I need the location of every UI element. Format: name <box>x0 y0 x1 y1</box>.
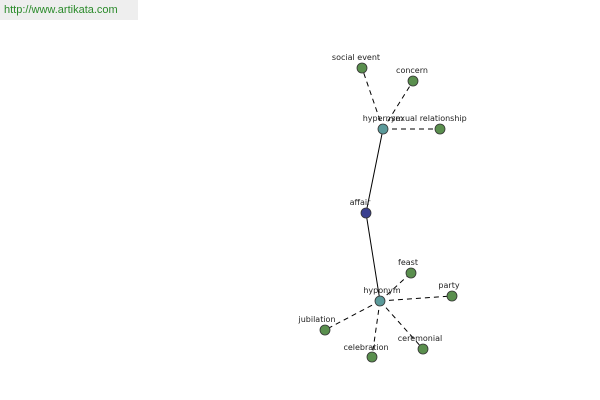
node-feast-label[interactable]: feast <box>398 258 418 267</box>
node-ceremonial-label[interactable]: ceremonial <box>398 334 442 343</box>
node-concern[interactable]: concern <box>396 66 428 87</box>
node-party[interactable]: party <box>438 281 460 302</box>
node-hypernym-label[interactable]: hypernym <box>363 114 404 123</box>
edge-hyponym-celebration <box>371 300 381 358</box>
node-feast[interactable]: feast <box>398 258 418 279</box>
node-concern-circle[interactable] <box>407 75 419 87</box>
node-social-event-label[interactable]: social event <box>332 53 380 62</box>
node-sexual-relationship-label[interactable]: sexual relationship <box>391 114 466 123</box>
node-celebration-circle[interactable] <box>366 351 378 363</box>
node-hyponym-label[interactable]: hyponym <box>363 286 401 295</box>
url-bar: http://www.artikata.com <box>0 0 138 20</box>
node-hyponym[interactable]: hyponym <box>363 286 401 307</box>
node-sexual-relationship[interactable]: sexual relationship <box>391 114 467 135</box>
site-url-link[interactable]: http://www.artikata.com <box>4 4 118 16</box>
node-affair-circle[interactable] <box>360 207 372 219</box>
node-sexual-relationship-circle[interactable] <box>434 123 446 135</box>
edge-hyponym-ceremonial <box>379 300 424 350</box>
node-social-event[interactable]: social event <box>332 53 380 74</box>
nodes-layer: affair hypernym hyponym social event concern… <box>297 53 467 363</box>
node-celebration-label[interactable]: celebration <box>343 343 388 352</box>
edge-hyponym-jubilation <box>324 300 381 331</box>
edge-hyponym-party <box>379 295 453 302</box>
node-feast-circle[interactable] <box>405 267 417 279</box>
node-jubilation-label[interactable]: jubilation <box>297 315 335 324</box>
node-party-label[interactable]: party <box>438 281 459 290</box>
node-hyponym-circle[interactable] <box>374 295 386 307</box>
edge-hypernym-concern <box>382 80 414 130</box>
node-hypernym[interactable]: hypernym <box>363 114 404 135</box>
node-jubilation[interactable]: jubilation <box>297 315 336 336</box>
edge-affair-hypernym <box>365 128 384 214</box>
node-hypernym-circle[interactable] <box>377 123 389 135</box>
node-jubilation-circle[interactable] <box>319 324 331 336</box>
edge-hyponym-feast <box>379 272 412 302</box>
node-ceremonial[interactable]: ceremonial <box>398 334 442 355</box>
edges-layer <box>324 67 453 358</box>
node-social-event-circle[interactable] <box>356 62 368 74</box>
node-ceremonial-circle[interactable] <box>417 343 429 355</box>
node-affair[interactable]: affair <box>350 198 372 219</box>
node-concern-label[interactable]: concern <box>396 66 428 75</box>
node-affair-label[interactable]: affair <box>350 198 372 207</box>
node-celebration[interactable]: celebration <box>343 343 389 363</box>
edge-affair-hyponym <box>365 212 381 302</box>
edge-hypernym-social-event <box>361 67 384 130</box>
node-party-circle[interactable] <box>446 290 458 302</box>
